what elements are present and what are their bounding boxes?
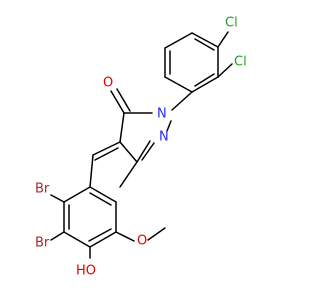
chlorine-label-top: Cl (225, 16, 238, 31)
bonds (50, 31, 233, 259)
atom-labels: Cl Cl O N N Br Br HO O (35, 16, 247, 279)
oxygen-label-ether: O (137, 234, 147, 249)
hydroxyl-label: HO (76, 264, 96, 279)
chlorine-label-right: Cl (234, 55, 247, 70)
bromine-label-1: Br (35, 182, 50, 197)
oxygen-label-carbonyl: O (103, 76, 113, 91)
nitrogen-label-2: N (159, 130, 169, 145)
nitrogen-label-1: N (157, 107, 167, 122)
bromine-label-2: Br (35, 236, 50, 251)
molecule-structure: Cl Cl O N N Br Br HO O (35, 16, 247, 279)
